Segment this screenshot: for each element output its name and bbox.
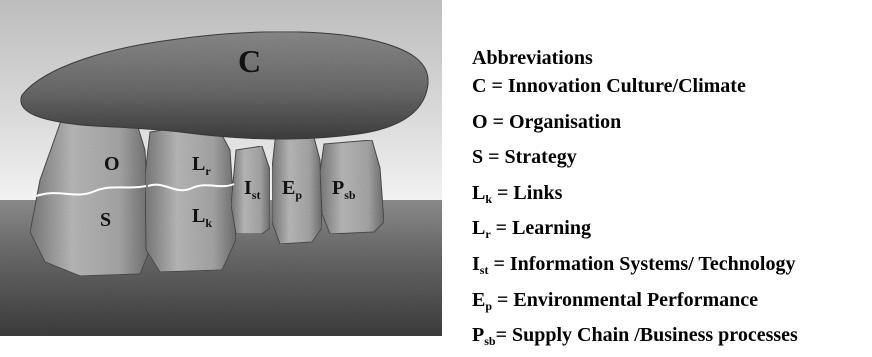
pillar-3-label: Ist: [244, 177, 260, 202]
legend-symbol-subscript: sb: [484, 334, 496, 349]
legend-definition: = Information Systems/ Technology: [488, 252, 796, 275]
legend-item: O = Organisation: [472, 108, 872, 144]
legend-item: Psb= Supply Chain /Business processes: [472, 321, 872, 357]
pillar-2-top-label: Lr: [192, 153, 211, 178]
legend-definition: = Supply Chain /Business processes: [495, 324, 798, 347]
legend-symbol: I: [472, 252, 480, 275]
pillar-4-label: Ep: [282, 177, 302, 202]
legend-item: Lr = Learning: [472, 214, 872, 250]
legend-item: S = Strategy: [472, 143, 872, 179]
legend-item: Lk = Links: [472, 179, 872, 215]
pillar-divider-line: [35, 185, 147, 197]
pillar-divider-line: [147, 183, 235, 192]
pillar-stone-3: [230, 145, 271, 235]
pillar-5-label: Psb: [332, 177, 356, 202]
legend-title: Abbreviations: [472, 47, 593, 69]
legend-definition: = Links: [492, 181, 563, 204]
legend-symbol-subscript: r: [485, 227, 491, 242]
legend-item: Ist = Information Systems/ Technology: [472, 250, 872, 286]
legend-item: C = Innovation Culture/Climate: [472, 72, 872, 108]
legend-definition: = Learning: [490, 217, 591, 240]
abbreviations-legend: Abbreviations C = Innovation Culture/Cli…: [472, 46, 872, 357]
legend-definition: = Environmental Performance: [492, 288, 759, 311]
legend-symbol: S: [472, 146, 484, 169]
legend-symbol-subscript: p: [485, 298, 493, 313]
legend-symbol: O: [472, 110, 488, 133]
legend-definition: = Organisation: [487, 110, 622, 133]
legend-symbol: L: [472, 217, 486, 240]
pillar-stone-2: [144, 121, 237, 273]
legend-symbol: C: [472, 75, 487, 97]
capstone-label: C: [238, 43, 261, 79]
legend-item: Ep = Environmental Performance: [472, 286, 872, 322]
pillar-1-top-label: O: [104, 153, 120, 175]
legend-symbol: E: [472, 288, 486, 311]
pillar-2-bottom-label: Lk: [192, 205, 212, 230]
capstone: [20, 31, 429, 140]
legend-definition: = Innovation Culture/Climate: [486, 75, 746, 97]
legend-symbol-subscript: st: [479, 262, 489, 277]
pillar-1-bottom-label: S: [100, 209, 111, 231]
legend-symbol-subscript: k: [485, 191, 493, 206]
pillar-stone-5: [319, 139, 385, 235]
legend-definition: = Strategy: [483, 146, 577, 169]
dolmen-illustration: C O S Lr Lk Ist Ep Psb: [0, 0, 442, 336]
pillar-stone-4: [271, 129, 323, 245]
legend-symbol: L: [472, 181, 486, 204]
